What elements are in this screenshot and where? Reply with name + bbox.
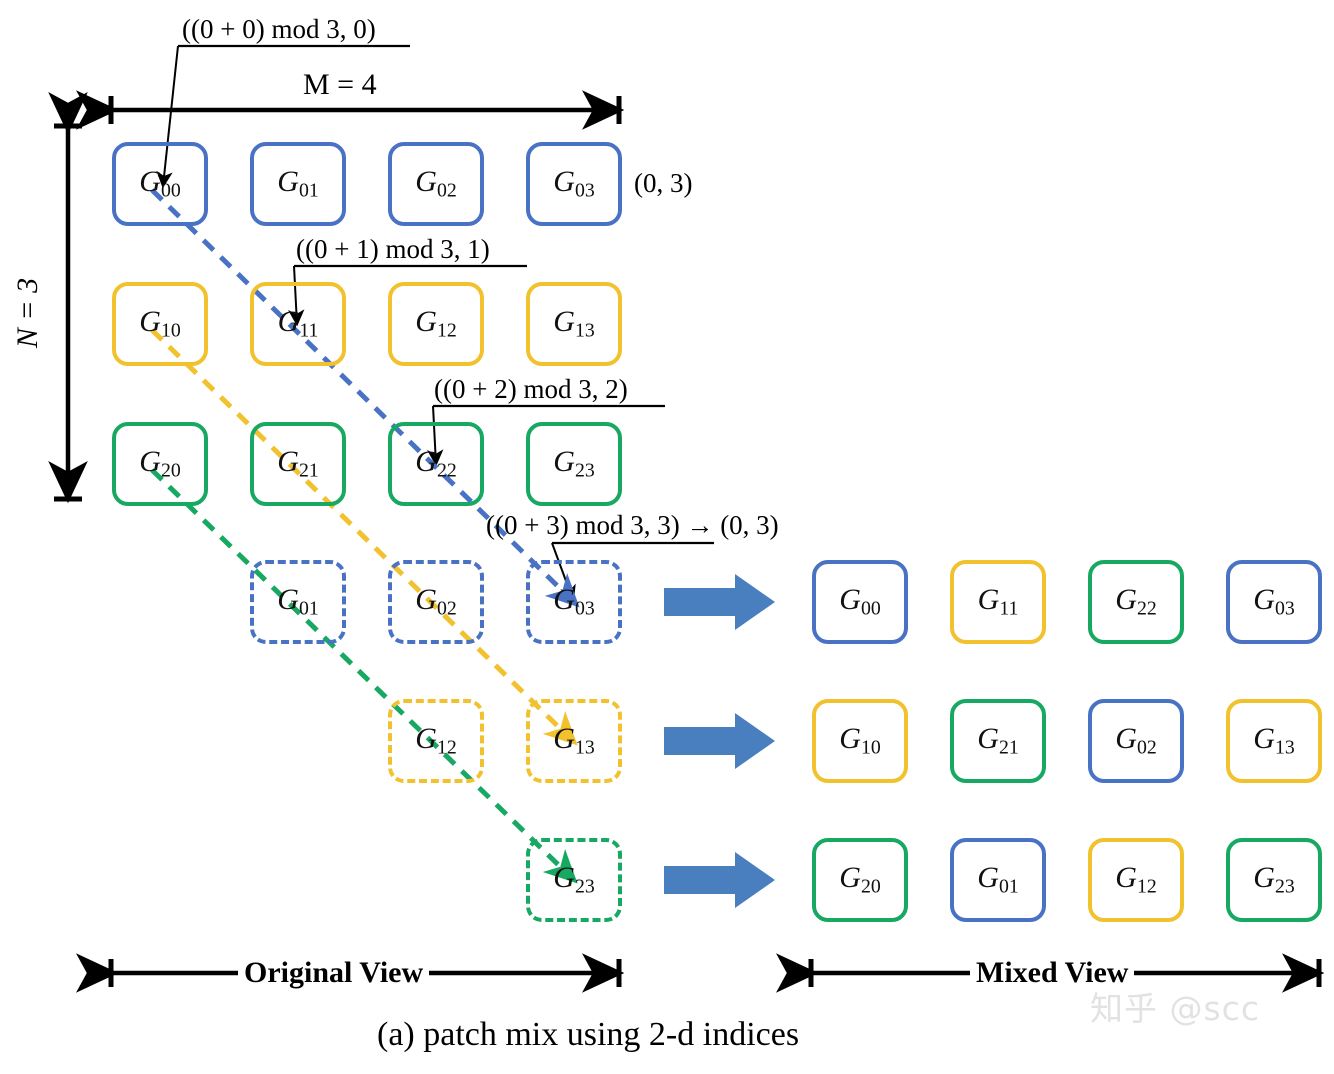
callout-leader-1	[288, 264, 527, 327]
patch-label: G21	[277, 444, 319, 482]
patch-label: G23	[553, 444, 595, 482]
watermark: 知乎 @scc	[1090, 989, 1260, 1028]
original-patch-G21: G21	[250, 422, 346, 506]
diagonal-path-blue	[150, 188, 580, 608]
wrapped-patch-G23: G23	[526, 838, 622, 922]
wrapped-patch-G13: G13	[526, 699, 622, 783]
callout-leader-0	[156, 44, 410, 189]
mixed-view-label: Mixed View	[970, 958, 1135, 988]
patch-label: G11	[977, 582, 1019, 620]
annotation-index-0: ((0 + 0) mod 3, 0)	[182, 14, 376, 44]
wrapped-patch-G12: G12	[388, 699, 484, 783]
patch-label: G12	[415, 304, 457, 342]
annotation-index-3: ((0 + 3) mod 3, 3) → (0, 3)	[486, 510, 779, 540]
mixed-patch-G01: G01	[950, 838, 1046, 922]
patch-label: G00	[139, 164, 181, 202]
mixed-patch-G13: G13	[1226, 699, 1322, 783]
callout-leader-2	[427, 404, 665, 467]
annotation-index-1: ((0 + 1) mod 3, 1)	[296, 234, 490, 264]
original-patch-G12: G12	[388, 282, 484, 366]
m-dimension-arrow	[76, 90, 625, 130]
patch-label: G10	[139, 304, 181, 342]
m-dimension-label: M = 4	[303, 68, 377, 101]
patch-label: G23	[553, 860, 595, 898]
mixed-patch-G00: G00	[812, 560, 908, 644]
mixed-patch-G03: G03	[1226, 560, 1322, 644]
mixed-patch-G12: G12	[1088, 838, 1184, 922]
patch-label: G13	[553, 304, 595, 342]
annotation-index-2: ((0 + 2) mod 3, 2)	[434, 374, 628, 404]
original-patch-G10: G10	[112, 282, 208, 366]
patch-label: G01	[977, 860, 1019, 898]
patch-label: G22	[415, 444, 457, 482]
patch-label: G02	[415, 582, 457, 620]
patch-label: G10	[839, 721, 881, 759]
transfer-arrow-row-1	[664, 574, 775, 630]
patch-label: G12	[1115, 860, 1157, 898]
mixed-patch-G23: G23	[1226, 838, 1322, 922]
patch-label: G03	[553, 582, 595, 620]
mixed-patch-G10: G10	[812, 699, 908, 783]
patch-label: G01	[277, 582, 319, 620]
patch-label: G13	[553, 721, 595, 759]
mixed-patch-G22: G22	[1088, 560, 1184, 644]
n-dimension-label: N = 3	[11, 277, 44, 349]
patch-label: G12	[415, 721, 457, 759]
patch-label: G01	[277, 164, 319, 202]
patch-label: G02	[415, 164, 457, 202]
patch-label: G20	[139, 444, 181, 482]
original-patch-G13: G13	[526, 282, 622, 366]
n-dimension-arrow	[48, 92, 88, 504]
annotation-row0-right: (0, 3)	[634, 168, 693, 198]
mixed-patch-G11: G11	[950, 560, 1046, 644]
patch-label: G23	[1253, 860, 1295, 898]
original-view-label: Original View	[238, 958, 430, 988]
diagonal-path-green	[150, 468, 578, 884]
patch-label: G00	[839, 582, 881, 620]
original-patch-G02: G02	[388, 142, 484, 226]
patch-label: G03	[1253, 582, 1295, 620]
original-patch-G00: G00	[112, 142, 208, 226]
diagonal-path-yellow	[150, 328, 578, 746]
original-patch-G01: G01	[250, 142, 346, 226]
mixed-patch-G21: G21	[950, 699, 1046, 783]
patch-label: G21	[977, 721, 1019, 759]
original-patch-G03: G03	[526, 142, 622, 226]
mixed-patch-G20: G20	[812, 838, 908, 922]
patch-label: G22	[1115, 582, 1157, 620]
transfer-arrow-row-2	[664, 713, 775, 769]
original-patch-G20: G20	[112, 422, 208, 506]
wrapped-patch-G03: G03	[526, 560, 622, 644]
wrapped-patch-G01: G01	[250, 560, 346, 644]
patch-label: G11	[277, 304, 319, 342]
transfer-arrow-row-3	[664, 852, 775, 908]
original-patch-G22: G22	[388, 422, 484, 506]
original-patch-G11: G11	[250, 282, 346, 366]
patch-label: G03	[553, 164, 595, 202]
patch-label: G20	[839, 860, 881, 898]
patch-label: G02	[1115, 721, 1157, 759]
figure-caption: (a) patch mix using 2-d indices	[377, 1016, 800, 1053]
wrapped-patch-G02: G02	[388, 560, 484, 644]
mixed-patch-G02: G02	[1088, 699, 1184, 783]
original-patch-G23: G23	[526, 422, 622, 506]
patch-label: G13	[1253, 721, 1295, 759]
